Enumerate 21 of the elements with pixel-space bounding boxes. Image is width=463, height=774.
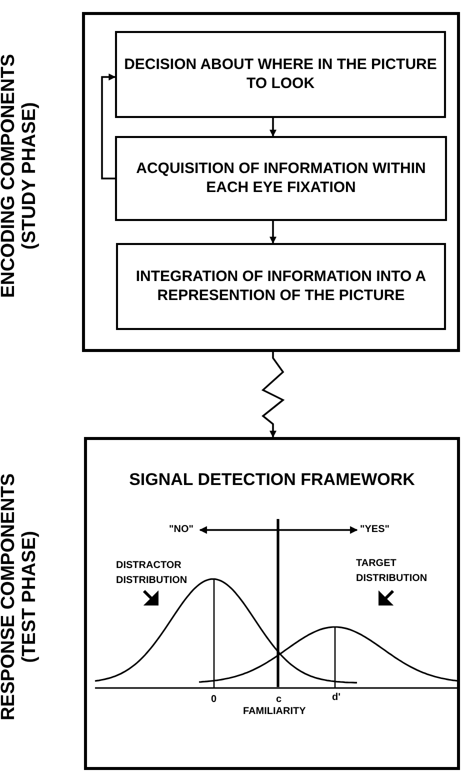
box-text: INTEGRATION OF INFORMATION INTO A REPRESENTION OF THE PICTURE (134, 268, 428, 306)
box-text: DECISION ABOUT WHERE IN THE PICTURE TO LOOK (123, 56, 438, 94)
zigzag-arrow (261, 352, 285, 438)
process-box (115, 136, 447, 221)
panel-title: SIGNAL DETECTION FRAMEWORK (128, 470, 416, 490)
arrow (270, 221, 276, 244)
box-text: ACQUISITION OF INFORMATION WITHIN EACH EYE FIXATION (135, 160, 427, 198)
arrow (101, 74, 116, 180)
axis-label: "NO" (169, 524, 194, 536)
phase-heading: ENCODING COMPONENTS (STUDY PHASE) (0, 52, 41, 300)
tick-label: d' (332, 692, 340, 704)
curve-label: DISTRACTOR DISTRIBUTION (116, 559, 188, 588)
tick-label: c (276, 694, 282, 706)
process-box (115, 31, 446, 118)
tick-label: 0 (211, 694, 217, 706)
axis-title: FAMILIARITY (243, 706, 306, 718)
phase-heading: RESPONSE COMPONENTS (TEST PHASE) (0, 472, 41, 722)
arrow (270, 118, 276, 137)
axis-label: "YES" (360, 524, 390, 536)
process-box (116, 243, 446, 330)
curve-label: TARGET DISTRIBUTION (356, 557, 428, 586)
